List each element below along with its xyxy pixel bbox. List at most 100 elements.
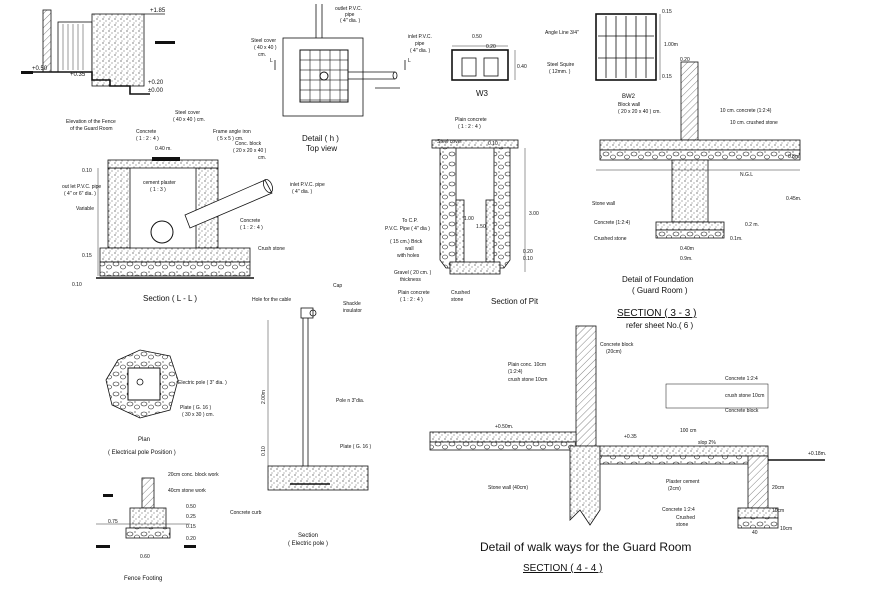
label: ( 20 x 20 x 40 ) bbox=[233, 148, 267, 154]
label: Concrete curb bbox=[230, 510, 262, 516]
label: ( 20 x 20 x 40 ) cm. bbox=[618, 109, 661, 115]
section-reference: refer sheet No.( 6 ) bbox=[626, 321, 693, 330]
label: Stone wall (40cm) bbox=[488, 485, 528, 491]
label: Shackle bbox=[343, 301, 361, 307]
label: ( 40 x 40 ) cm. bbox=[173, 117, 205, 123]
label: ( 1 : 2 : 4 ) bbox=[400, 297, 423, 303]
label: Plain concrete bbox=[455, 117, 487, 123]
section-l-l: Elevation of the Fence of the Guard Room… bbox=[62, 110, 325, 303]
level-label: +0.18m. bbox=[808, 451, 826, 457]
label: Variable bbox=[76, 206, 94, 212]
label: ( 4" or 6" dia. ) bbox=[64, 191, 96, 197]
label: ( 12mm. ) bbox=[549, 69, 571, 75]
dimension: 0.15 bbox=[662, 9, 672, 15]
label: Block wall bbox=[618, 102, 640, 108]
label: Plate ( G. 16 ) bbox=[340, 444, 371, 450]
dimension: 1.00m bbox=[664, 42, 678, 48]
fence-footing: 20cm conc. block work 40cm stone work 0.… bbox=[96, 472, 219, 582]
label: Angle Line 3/4" bbox=[545, 30, 579, 36]
detail-title: Detail of walk ways for the Guard Room bbox=[480, 540, 691, 554]
label: L bbox=[270, 58, 273, 64]
fence-elevation-detail: +1.85 +0.50 +0.35 +0.20 ±0.00 bbox=[21, 8, 175, 95]
label: with holes bbox=[397, 253, 420, 259]
label: ( 1 : 2 : 4 ) bbox=[458, 124, 481, 130]
w3-window-detail: 0.50 0.20 0.40 W3 bbox=[451, 34, 527, 98]
label: thickness bbox=[400, 277, 421, 283]
label: To C.P. bbox=[402, 218, 418, 224]
level-label: +0.20 bbox=[148, 80, 164, 86]
label: ( 4" dia. ) bbox=[410, 48, 430, 54]
dimension: 3.00 bbox=[529, 211, 539, 217]
label: out let P.V.C. pipe bbox=[62, 184, 101, 190]
label: stone bbox=[451, 297, 463, 303]
dimension: 0.45m. bbox=[786, 196, 801, 202]
section-title: SECTION ( 3 - 3 ) bbox=[617, 308, 696, 319]
label: pipe bbox=[345, 12, 355, 18]
detail-title: Section ( L - L ) bbox=[143, 294, 197, 303]
label: Crushed stone bbox=[594, 236, 627, 242]
dimension: 0.60 bbox=[140, 554, 150, 560]
dimension: 100 cm bbox=[680, 428, 696, 434]
label: Concrete bbox=[240, 218, 261, 224]
label: outlet P.V.C. bbox=[335, 6, 362, 12]
label: Electric pole ( 3" dia. ) bbox=[178, 380, 227, 386]
label: ( 5 x 5 ) cm. bbox=[217, 136, 243, 142]
dimension: 10cm bbox=[780, 526, 792, 532]
label: Concrete (1:2:4) bbox=[594, 220, 630, 226]
label: ( 4" dia. ) bbox=[292, 189, 312, 195]
label: ( 40 x 40 ) bbox=[254, 45, 277, 51]
dimension: 0.5m. bbox=[788, 154, 801, 160]
dimension: 10cm bbox=[772, 508, 784, 514]
label: ( 1 : 2 : 4 ) bbox=[136, 136, 159, 142]
dimension: 0.10 bbox=[72, 282, 82, 288]
label: Concrete block bbox=[600, 342, 634, 348]
label: BW2 bbox=[622, 94, 636, 100]
dimension: 1.50 bbox=[476, 224, 486, 230]
dimension: 0.10 bbox=[523, 256, 533, 262]
label: 20cm conc. block work bbox=[168, 472, 219, 478]
label: Concrete 1:2:4 bbox=[662, 507, 695, 513]
label: ( 4" dia. ) bbox=[340, 18, 360, 24]
label: P.V.C. Pipe ( 4" dia ) bbox=[385, 226, 430, 232]
detail-h-top-view: outlet P.V.C. pipe ( 4" dia. ) Steel cov… bbox=[251, 4, 432, 153]
label: crush stone 10cm bbox=[508, 377, 547, 383]
dimension: 0.75 bbox=[108, 519, 118, 525]
dimension: 0.15 bbox=[82, 253, 92, 259]
detail-title: Section bbox=[298, 533, 318, 539]
label: wall bbox=[405, 246, 414, 252]
dimension: 0.2 m. bbox=[745, 222, 759, 228]
label: 40cm stone work bbox=[168, 488, 206, 494]
label: stone bbox=[676, 522, 688, 528]
detail-title: Detail of Foundation bbox=[622, 275, 694, 284]
electric-pole-plan: Electric pole ( 3" dia. ) Plate ( G. 16 … bbox=[105, 349, 227, 456]
label: cement plaster bbox=[143, 180, 176, 186]
dimension: 0.10 bbox=[82, 168, 92, 174]
window-elevation: Angle Line 3/4" Steel Squire ( 12mm. ) 0… bbox=[545, 9, 678, 81]
label: slop 2% bbox=[698, 440, 716, 446]
level-label: +0.50m. bbox=[495, 424, 513, 430]
dimension: 0.25 bbox=[186, 514, 196, 520]
label: L bbox=[408, 58, 411, 64]
label: ( 30 x 30 ) cm. bbox=[182, 412, 214, 418]
detail-subtitle: ( Guard Room ) bbox=[632, 286, 688, 295]
label: Stone wall bbox=[592, 201, 615, 207]
label: (20cm) bbox=[606, 349, 622, 355]
dimension: 0.40 m. bbox=[155, 146, 172, 152]
label: insulator bbox=[343, 308, 362, 314]
dimension: 40 bbox=[752, 530, 758, 536]
label: Crush stone bbox=[258, 246, 285, 252]
label: Cap bbox=[333, 283, 342, 289]
dimension: 0.20 bbox=[680, 57, 690, 63]
section-3-3-title: SECTION ( 3 - 3 ) refer sheet No.( 6 ) bbox=[617, 308, 696, 330]
label: 10 cm. crushed stone bbox=[730, 120, 778, 126]
dimension: 20cm bbox=[772, 485, 784, 491]
dimension: 0.15 bbox=[662, 74, 672, 80]
label: Concrete block bbox=[725, 408, 759, 414]
label: Plate ( G. 16 ) bbox=[180, 405, 211, 411]
detail-subtitle: ( Electric pole ) bbox=[288, 541, 328, 547]
label: Frame angle iron bbox=[213, 129, 251, 135]
dimension: 0.10 bbox=[261, 446, 267, 456]
label: Steel Squire bbox=[547, 62, 574, 68]
detail-title: W3 bbox=[476, 89, 489, 98]
